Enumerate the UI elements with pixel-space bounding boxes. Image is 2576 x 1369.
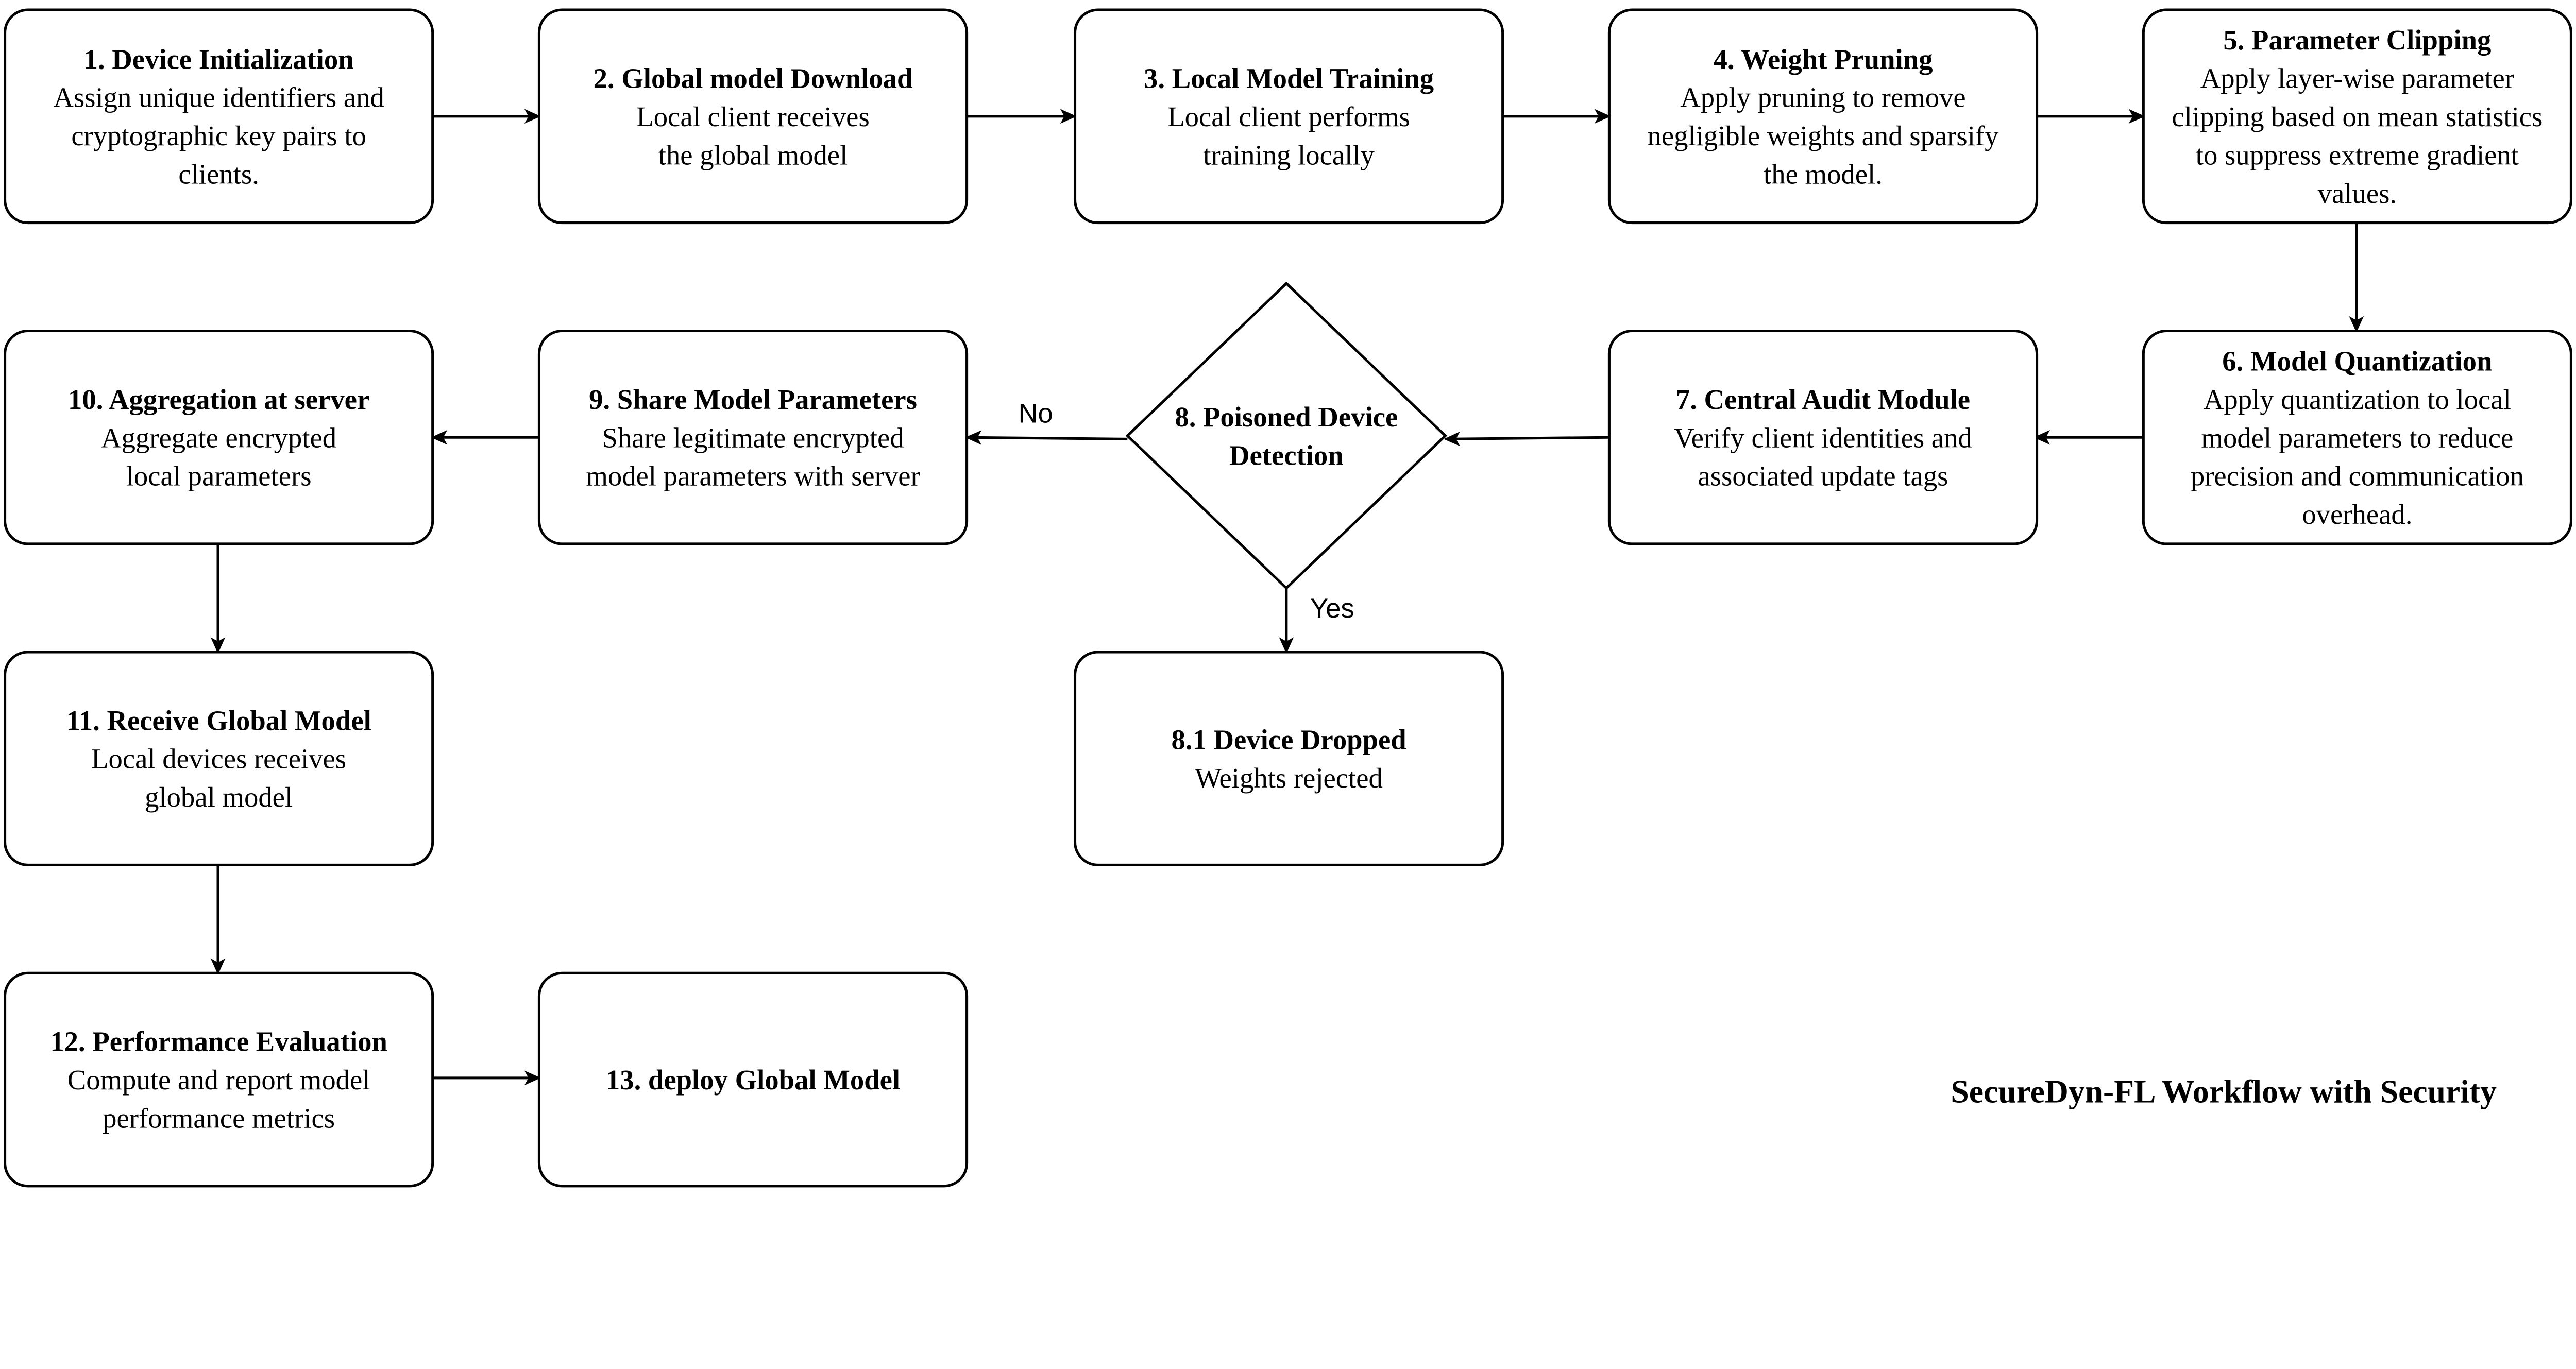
process-box [4,329,434,545]
node-title: 10. Aggregation at server [68,384,369,415]
node-title: 6. Model Quantization [2222,345,2492,377]
node-title: 9. Share Model Parameters [589,384,917,415]
node-description-line: associated update tags [1698,460,1948,492]
node-description-line: clipping based on mean statistics [2172,101,2543,132]
node-description-line: performance metrics [103,1103,335,1134]
node-description-line: Local client receives [636,101,869,132]
node-title: 7. Central Audit Module [1676,384,1970,415]
node-title: 13. deploy Global Model [606,1064,900,1096]
process-box [1607,8,2039,225]
node-description-line: to suppress extreme gradient [2196,139,2519,170]
node-description-line: Aggregate encrypted [101,422,336,453]
arrow-n7-to-n8 [1444,431,1609,447]
node-description-line: overhead. [2302,499,2412,530]
node-n13: 13. deploy Global Model [537,971,969,1188]
node-description-line: Share legitimate encrypted [602,422,904,453]
node-description-line: Verify client identities and [1674,422,1972,453]
node-description-line: Apply layer-wise parameter [2200,62,2514,94]
process-box [2142,329,2572,545]
node-description-line: clients. [178,159,259,190]
node-description-line: Local devices receives [91,743,346,775]
node-description-line: Detection [1229,439,1344,471]
node-description-line: cryptographic key pairs to [71,120,366,151]
process-box [1073,8,1504,225]
decision-diamond [1125,281,1448,590]
node-title: 11. Receive Global Model [66,705,371,736]
node-title: 3. Local Model Training [1144,62,1434,94]
process-box [1607,329,2039,545]
node-description-line: local parameters [126,460,312,492]
process-box [2142,8,2572,225]
edge-label-yes: Yes [1310,593,1354,624]
process-box [537,329,969,545]
process-box [537,971,969,1188]
node-description-line: Compute and report model [67,1064,370,1096]
node-description-line: precision and communication [2191,460,2524,492]
process-box [4,8,434,225]
node-description-line: model parameters to reduce [2201,422,2513,453]
node-description-line: Assign unique identifiers and [53,82,384,113]
node-description-line: model parameters with server [586,460,920,492]
process-box [537,8,969,225]
node-description-line: values. [2318,178,2397,209]
node-title: 4. Weight Pruning [1714,43,1933,75]
node-title: 5. Parameter Clipping [2223,24,2491,56]
process-box [1073,651,1504,866]
node-title: 2. Global model Download [594,62,913,94]
node-description-line: Weights rejected [1195,762,1383,794]
diagram-title: SecureDyn-FL Workflow with Security [1951,1073,2497,1110]
node-description-line: the model. [1764,159,1883,190]
edge-label-no: No [1019,399,1053,429]
node-description-line: Apply quantization to local [2204,384,2511,415]
arrow-n8-to-n9 [965,430,1128,445]
node-description-line: Apply pruning to remove [1680,82,1965,113]
node-description-line: Local client performs [1167,101,1410,132]
node-description-line: global model [145,781,293,813]
node-title: 12. Performance Evaluation [50,1026,387,1057]
process-box [4,651,434,866]
node-description-line: training locally [1203,139,1375,170]
node-description-line: negligible weights and sparsify [1648,120,1999,151]
node-title: 1. Device Initialization [84,43,354,75]
process-box [4,971,434,1188]
node-title: 8.1 Device Dropped [1171,724,1406,756]
node-title: 8. Poisoned Device [1175,401,1398,433]
node-description-line: the global model [658,139,848,170]
